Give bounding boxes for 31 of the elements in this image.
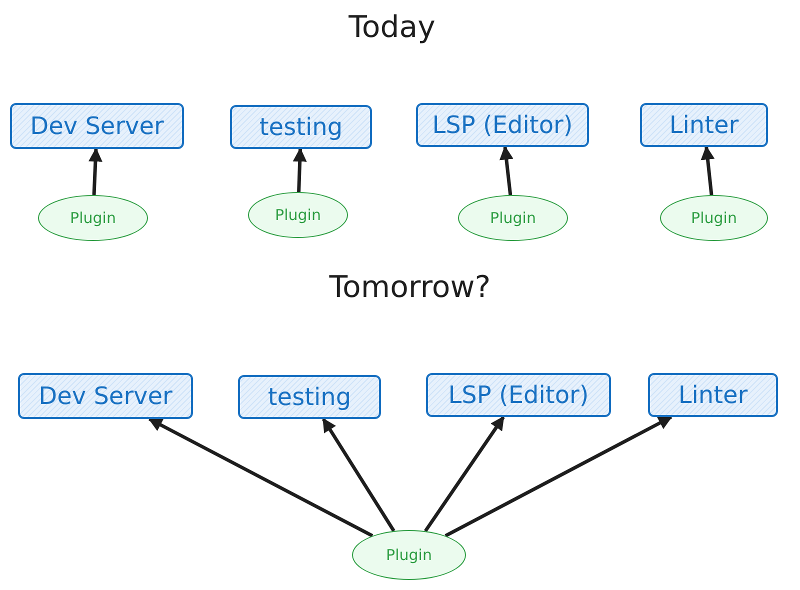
tool-box bbox=[238, 375, 381, 419]
tool-box bbox=[640, 103, 768, 147]
node-label: Plugin bbox=[386, 546, 432, 564]
node-label: Dev Server bbox=[38, 382, 172, 410]
tool-box bbox=[416, 103, 589, 147]
tool-box bbox=[18, 373, 193, 419]
tool-box bbox=[648, 373, 778, 417]
tool-box bbox=[10, 103, 184, 149]
node-label: Plugin bbox=[691, 209, 737, 227]
node-label: Linter bbox=[669, 111, 739, 139]
node-label: Linter bbox=[678, 381, 748, 409]
arrow bbox=[292, 148, 307, 192]
section-heading: Today bbox=[348, 10, 436, 45]
arrow bbox=[88, 148, 102, 196]
node-label: testing bbox=[259, 113, 343, 141]
arrow bbox=[444, 415, 672, 538]
node-label: testing bbox=[268, 383, 352, 411]
arrow bbox=[148, 417, 374, 538]
arrow bbox=[424, 416, 505, 532]
node-label: LSP (Editor) bbox=[432, 111, 573, 139]
node-label: Plugin bbox=[70, 209, 116, 227]
node-label: Plugin bbox=[490, 209, 536, 227]
arrow bbox=[322, 418, 396, 532]
arrow bbox=[499, 146, 514, 196]
node-label: LSP (Editor) bbox=[448, 381, 589, 409]
section-heading: Tomorrow? bbox=[329, 270, 491, 305]
node-label: Dev Server bbox=[30, 112, 164, 140]
tool-box bbox=[230, 105, 372, 149]
node-label: Plugin bbox=[275, 206, 321, 224]
arrow bbox=[700, 146, 715, 196]
tool-box bbox=[426, 373, 611, 417]
